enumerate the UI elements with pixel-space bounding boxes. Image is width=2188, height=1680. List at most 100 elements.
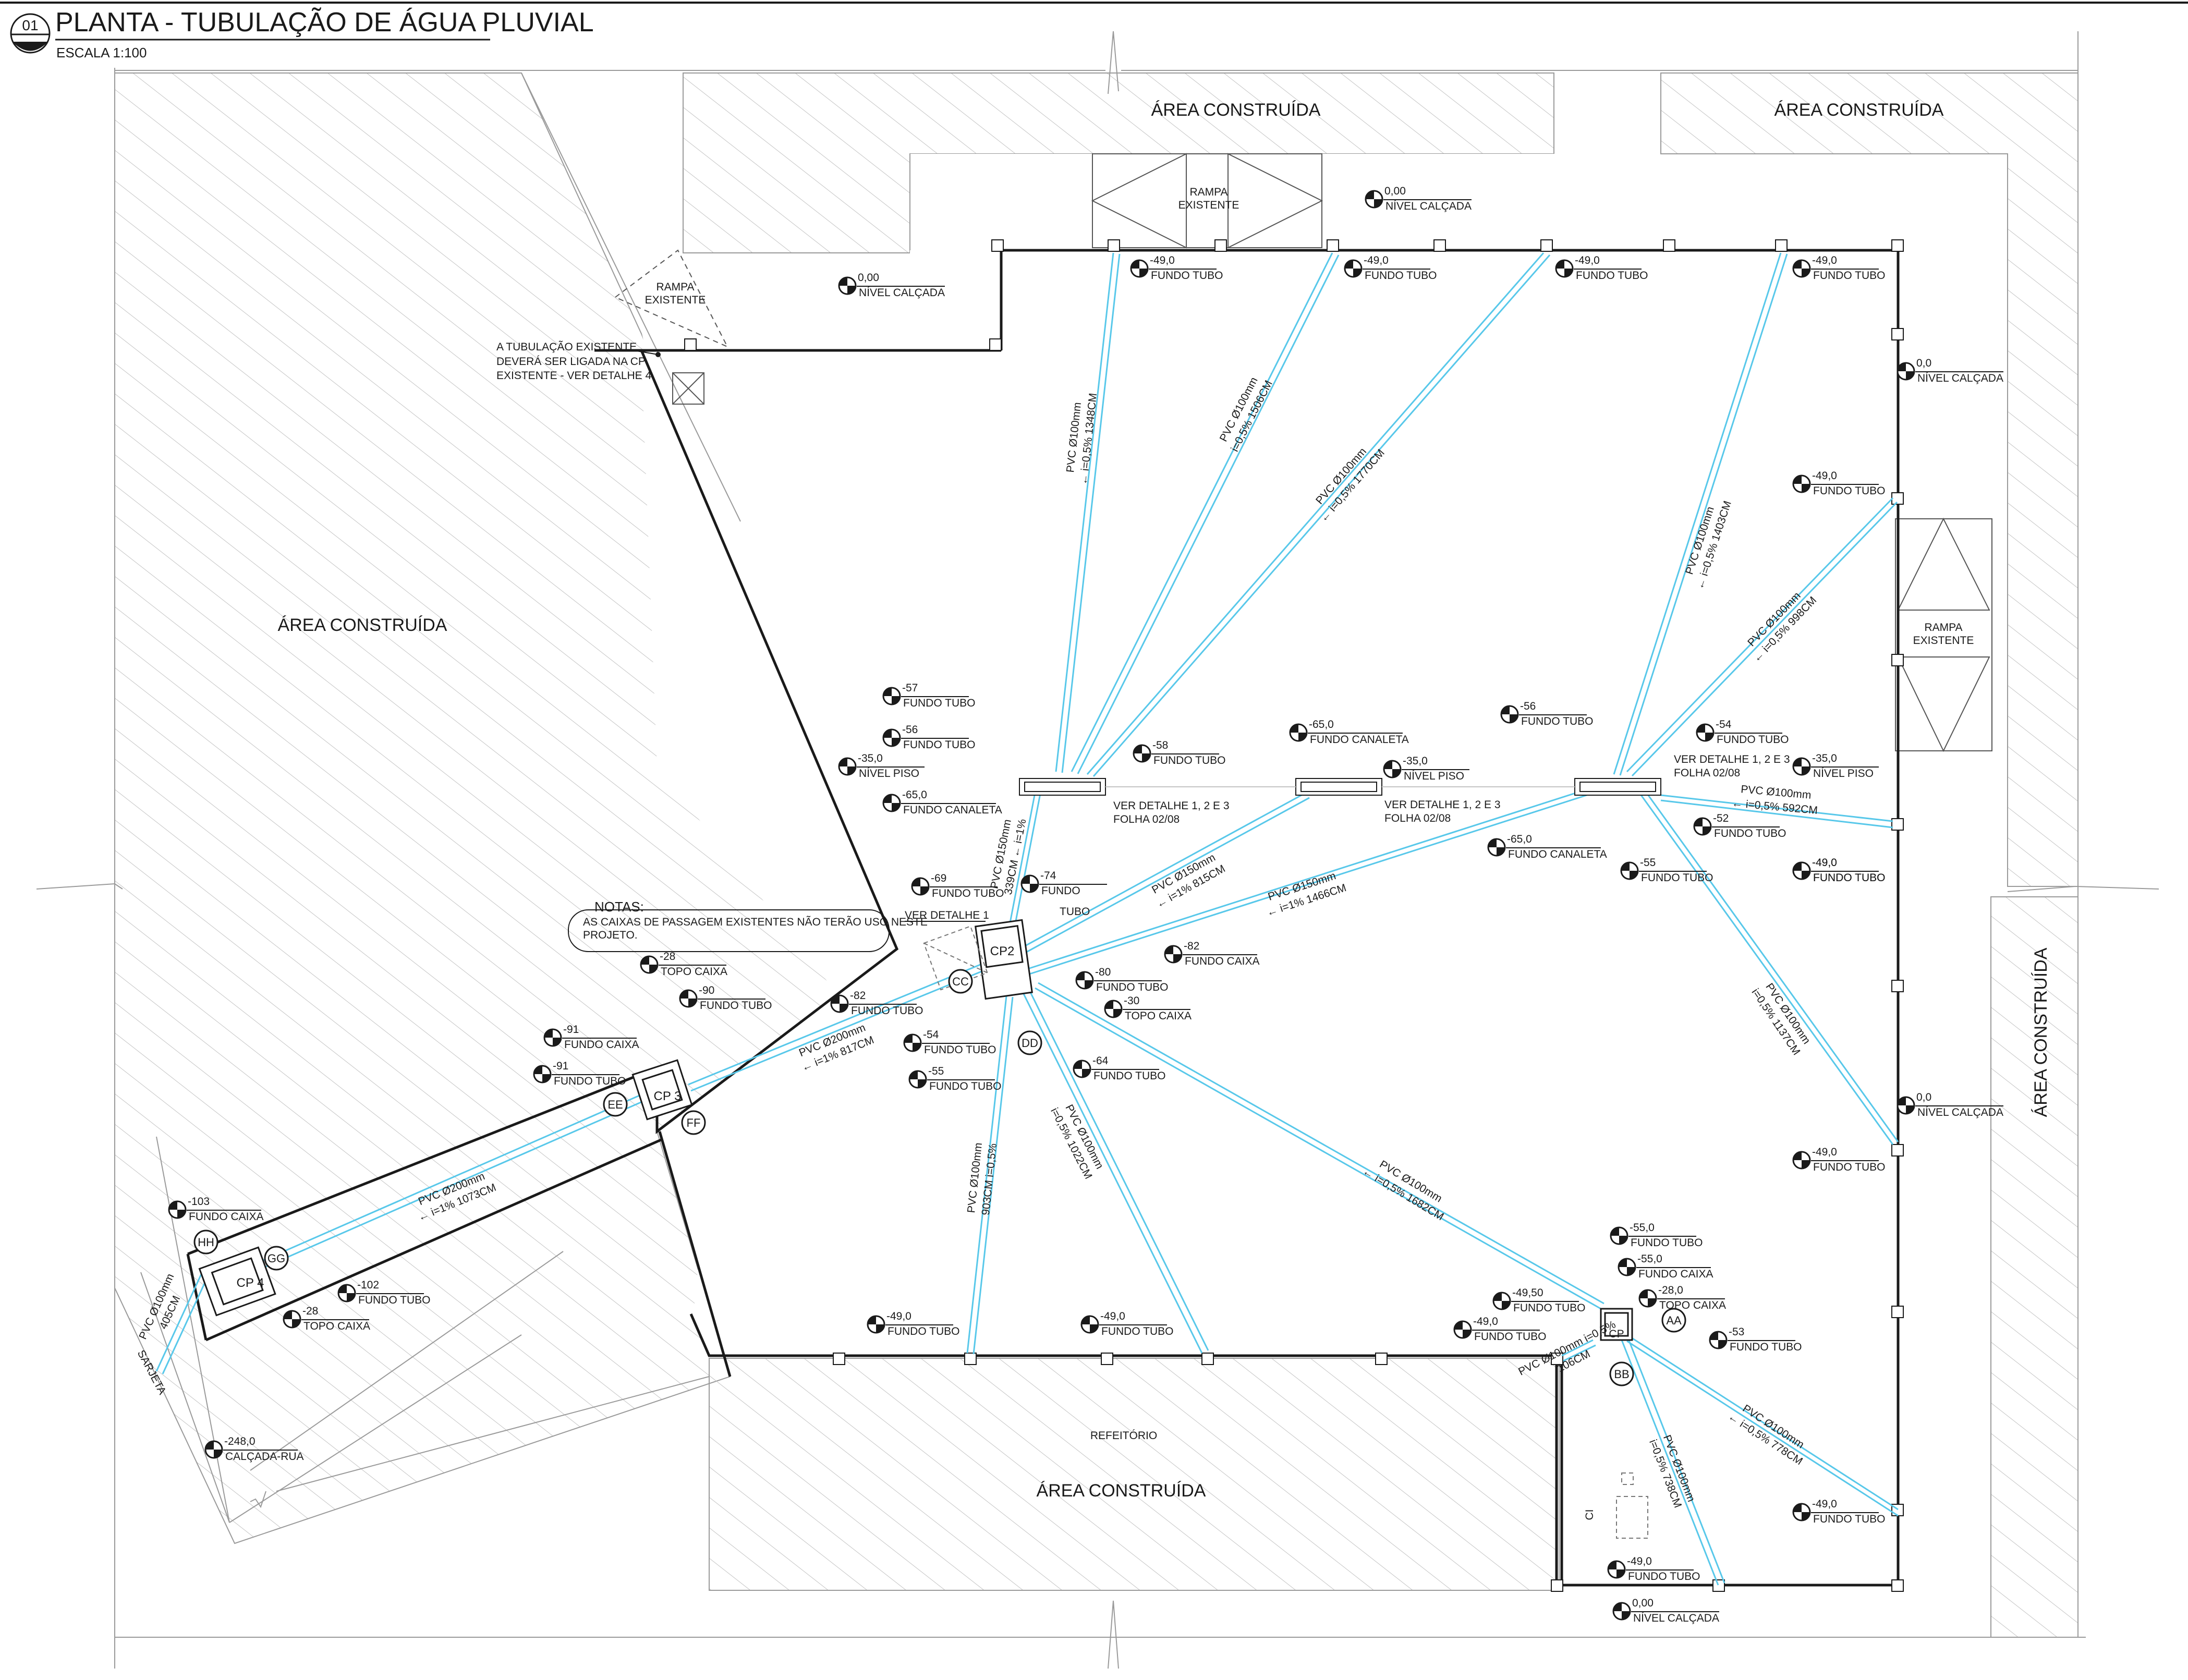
level-value: 0,0 (1916, 1091, 1931, 1103)
level-value: -82 (1184, 940, 1199, 952)
drawing-scale: ESCALA 1:100 (56, 45, 147, 60)
level-description: FUNDO TUBO (1628, 1571, 1700, 1582)
box-cp-label: CP (1609, 1328, 1624, 1340)
level-description: FUNDO CANALETA (903, 804, 1002, 816)
level-description: FUNDO TUBO (358, 1294, 430, 1306)
section-mark-dd: DD (1022, 1037, 1038, 1050)
level-description: FUNDO TUBO (1096, 981, 1168, 993)
level-value: -30 (1124, 995, 1139, 1007)
area-bottom-hatch (709, 1358, 1560, 1591)
pipe-998 (1626, 497, 1898, 777)
level-description: CALÇADA-RUA (225, 1451, 304, 1463)
level-description: FUNDO TUBO (903, 697, 975, 709)
detail-ref-a2: FOLHA 02/08 (1113, 813, 1180, 825)
level-value: -49,0 (1812, 857, 1837, 869)
pipe-592 (1660, 794, 1893, 829)
level-description: TOPO CAIXA (1659, 1299, 1726, 1311)
detail-ref-c2: FOLHA 02/08 (1674, 767, 1740, 779)
level-description: NÍVEL PISO (1404, 770, 1464, 782)
pipe-1506 (1071, 252, 1340, 774)
pipe-1770 (1086, 252, 1551, 777)
section-mark-cc: CC (952, 975, 969, 988)
title-block: 01 PLANTA - TUBULAÇÃO DE ÁGUA PLUVIAL ES… (10, 7, 594, 60)
level-value: -74 (1040, 870, 1056, 882)
section-mark-ff: FF (687, 1116, 701, 1129)
level-value: -90 (699, 984, 714, 996)
level-value: -28 (660, 951, 675, 963)
rampa-right-line1: RAMPA (1924, 622, 1962, 634)
rampa-right-line2: EXISTENTE (1913, 635, 1974, 647)
level-value: -28 (302, 1305, 318, 1317)
pipe-106 (1561, 1339, 1596, 1362)
level-value: -56 (902, 724, 918, 736)
pipes (155, 252, 1899, 1586)
level-value: -54 (1716, 719, 1732, 731)
level-value: -28,0 (1658, 1284, 1683, 1296)
level-value: -64 (1092, 1055, 1109, 1067)
canaletas (1019, 778, 1661, 796)
level-value: -57 (902, 682, 918, 694)
pipe-738 (1621, 1337, 1725, 1586)
level-value: 0,00 (1384, 185, 1406, 197)
level-description: FUNDO TUBO (1153, 754, 1225, 766)
level-value: -49,0 (1627, 1555, 1652, 1567)
level-value: -49,0 (886, 1310, 911, 1322)
level-value: -49,0 (1575, 254, 1600, 266)
level-value: -55 (928, 1065, 944, 1077)
cp3-box (631, 1059, 693, 1121)
level-value: -49,0 (1473, 1316, 1498, 1328)
existing-box-detail-4 (672, 372, 704, 405)
level-description: FUNDO TUBO (1813, 1513, 1885, 1525)
level-description: FUNDO TUBO (929, 1080, 1001, 1092)
canaleta-left (1019, 778, 1106, 796)
area-topright-hatch (1660, 72, 2078, 1638)
level-description: FUNDO CAIXA (1638, 1268, 1713, 1280)
section-mark-hh: HH (198, 1236, 214, 1249)
drawing-number: 01 (22, 17, 38, 33)
canaleta-middle (1295, 778, 1382, 796)
level-description: FUNDO CANALETA (1310, 734, 1409, 746)
pipe-778 (1626, 1334, 1899, 1517)
rampa-left-symbol (614, 249, 729, 348)
level-value: 0,00 (1632, 1597, 1654, 1609)
pass-boxes (198, 919, 1633, 1341)
level-value: -102 (357, 1279, 379, 1291)
level-description: FUNDO TUBO (924, 1044, 996, 1056)
level-value: -65,0 (1507, 833, 1532, 845)
pipe-1403 (1613, 252, 1788, 776)
level-description: FUNDO TUBO (903, 739, 975, 751)
level-value: -55 (1640, 857, 1656, 869)
level-description: NÍVEL CALÇADA (859, 287, 945, 299)
drawing-title: PLANTA - TUBULAÇÃO DE ÁGUA PLUVIAL (55, 7, 594, 38)
pipe-903 (966, 995, 1014, 1355)
level-value: -91 (553, 1060, 568, 1072)
level-description: FUNDO TUBO (1813, 270, 1885, 282)
courtyard (641, 250, 1895, 1585)
level-value: -248,0 (224, 1435, 256, 1447)
box-cp2-label: CP2 (990, 944, 1015, 958)
canaleta-right (1574, 778, 1661, 796)
pipe-1022 (1021, 988, 1209, 1354)
